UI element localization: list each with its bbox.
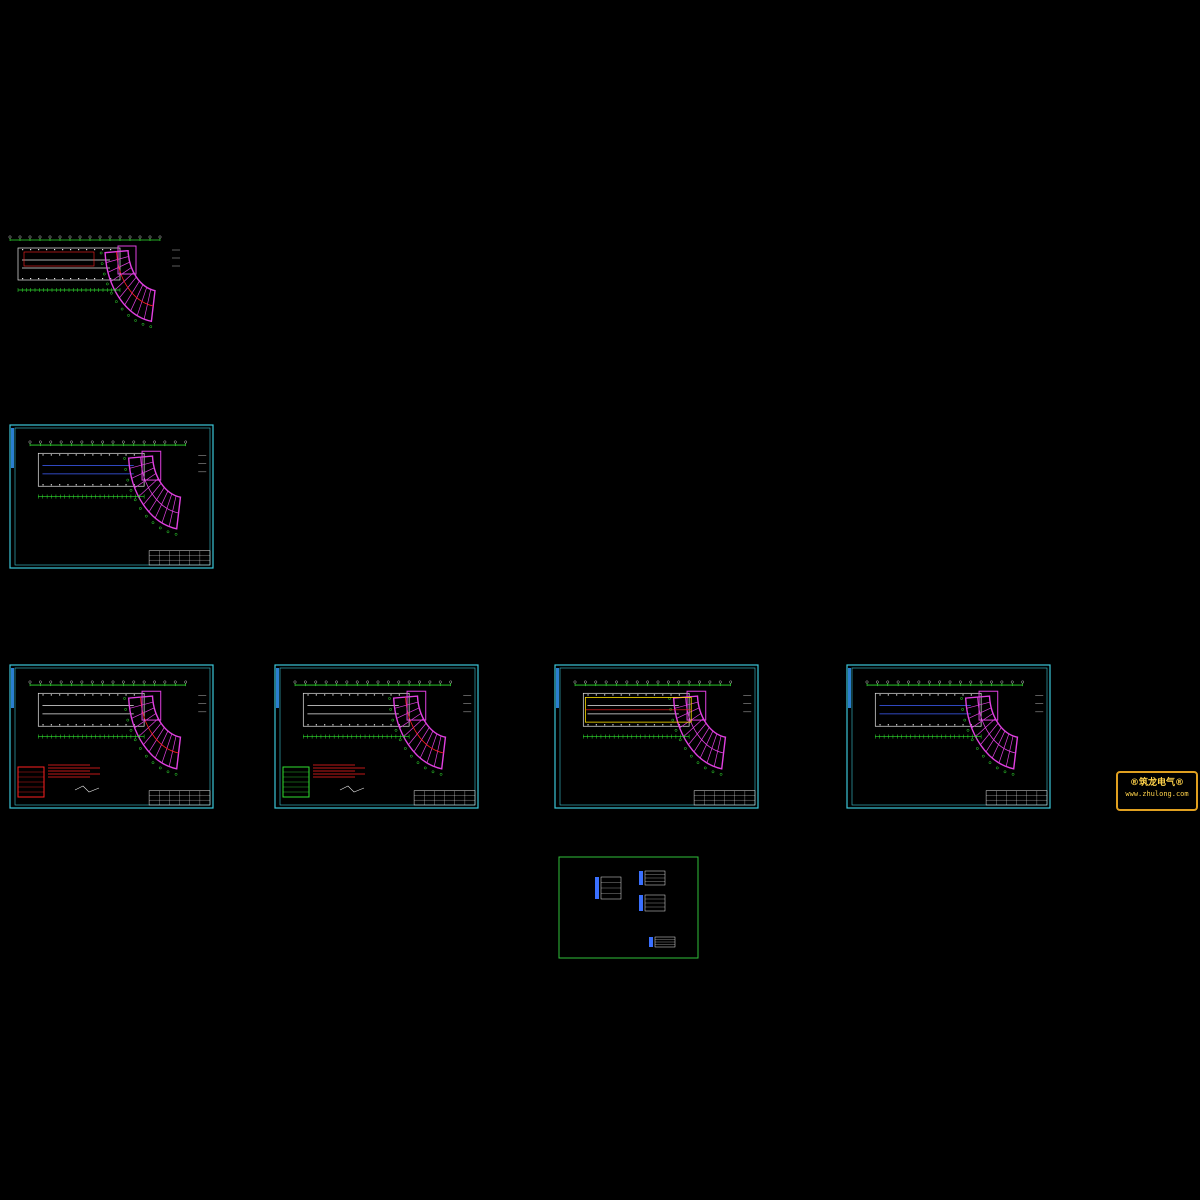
sheet-4[interactable] [274, 664, 479, 809]
sheet-1[interactable] [8, 235, 180, 329]
watermark-line2: www.zhulong.com [1125, 790, 1189, 798]
sheet-3[interactable] [9, 664, 214, 809]
watermark-stamp: ®筑龙电气® www.zhulong.com [1116, 771, 1198, 811]
sheet-6[interactable] [846, 664, 1051, 809]
sheet-2[interactable] [9, 424, 214, 569]
watermark-line1: ®筑龙电气® [1129, 778, 1184, 788]
sheet-7[interactable] [558, 856, 699, 959]
sheet-5[interactable] [554, 664, 759, 809]
